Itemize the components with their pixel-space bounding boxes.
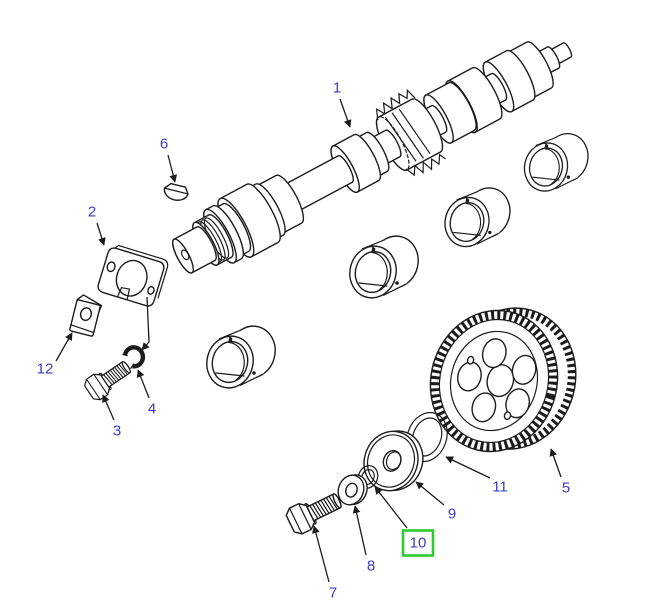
callout-leader-6 xyxy=(167,154,178,183)
shim-part[interactable] xyxy=(69,294,103,337)
callout-1[interactable]: 1 xyxy=(333,80,341,97)
lock-washer-part[interactable] xyxy=(122,345,146,369)
bearing-shell-1[interactable] xyxy=(200,320,282,394)
callout-5[interactable]: 5 xyxy=(562,480,570,497)
callout-leader-11 xyxy=(445,456,491,479)
callout-2[interactable]: 2 xyxy=(88,204,96,221)
callout-8[interactable]: 8 xyxy=(367,558,375,575)
bearing-shell-2[interactable] xyxy=(343,230,425,304)
retainer-disc-part[interactable] xyxy=(356,422,431,500)
callout-leader-8 xyxy=(352,505,367,556)
callout-6[interactable]: 6 xyxy=(160,136,168,153)
callout-4[interactable]: 4 xyxy=(148,401,156,418)
plate-to-washer-guide-line xyxy=(141,296,150,351)
bolt-front-part[interactable] xyxy=(81,355,136,404)
woodruff-key-part[interactable] xyxy=(162,182,189,202)
callout-10[interactable]: 10 xyxy=(410,535,427,552)
callout-7[interactable]: 7 xyxy=(329,585,337,602)
camshaft-part[interactable] xyxy=(159,13,589,295)
callout-leader-10 xyxy=(374,486,408,529)
thrust-plate-part[interactable] xyxy=(97,243,170,308)
bearing-shell-4[interactable] xyxy=(518,128,594,197)
callout-10-highlight-box xyxy=(401,529,435,557)
callout-leader-7 xyxy=(312,525,330,583)
callout-leader-5 xyxy=(549,448,562,478)
callout-leader-2 xyxy=(96,222,106,246)
bearing-shell-3[interactable] xyxy=(439,182,516,252)
washer-part[interactable] xyxy=(334,470,371,509)
callout-leader-9 xyxy=(415,481,445,506)
timing-gear-part[interactable] xyxy=(415,289,592,470)
callout-12[interactable]: 12 xyxy=(37,361,54,378)
callout-11[interactable]: 11 xyxy=(492,479,508,496)
callout-3[interactable]: 3 xyxy=(113,423,121,440)
callout-leader-3 xyxy=(102,394,115,421)
callout-leader-12 xyxy=(55,332,73,362)
callout-leader-1 xyxy=(339,98,352,128)
callout-9[interactable]: 9 xyxy=(448,506,456,523)
callout-leader-4 xyxy=(136,369,150,399)
